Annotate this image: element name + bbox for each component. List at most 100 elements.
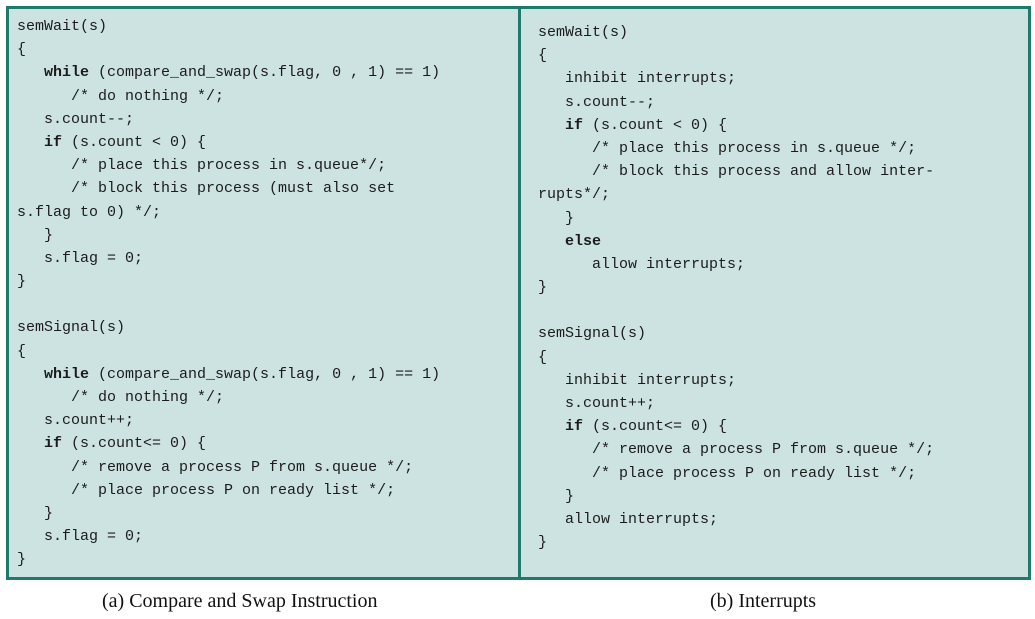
code-indent [17,88,71,105]
code-indent [17,227,44,244]
code-text: { [538,47,548,65]
code-indent [17,389,71,406]
code-line: s.count++; [17,409,440,432]
code-text: } [565,487,575,505]
code-text: (s.count<= 0) { [62,435,207,453]
code-line: s.flag = 0; [17,525,440,548]
code-line: } [538,531,934,554]
code-indent [538,372,565,389]
code-line: { [538,346,934,369]
code-text: rupts*/; [538,186,611,204]
code-indent [538,511,565,528]
code-keyword: if [44,435,63,453]
code-listing-b: semWait(s) { inhibit interrupts; s.count-… [538,21,934,554]
code-text: s.flag = 0; [44,249,144,267]
code-indent [538,465,592,482]
code-text: } [538,279,548,297]
code-line: /* remove a process P from s.queue */; [17,456,440,479]
code-keyword: if [565,116,584,134]
code-text: { [17,41,27,59]
code-line: } [17,502,440,525]
code-line: } [17,548,440,571]
code-line: while (compare_and_swap(s.flag, 0 , 1) =… [17,61,440,84]
code-text: } [44,504,54,522]
code-figure-frame: semWait(s) { while (compare_and_swap(s.fl… [6,6,1031,580]
code-text: (s.count < 0) { [62,133,207,151]
code-line: semWait(s) [538,21,934,44]
code-indent [17,505,44,522]
code-keyword: while [44,64,90,82]
code-line: semSignal(s) [17,316,440,339]
code-text: s.count++; [565,395,656,412]
code-text: { [17,342,27,360]
code-text: /* remove a process P from s.queue */; [71,458,414,476]
code-line: /* block this process and allow inter- [538,160,934,183]
code-text: (s.count<= 0) { [583,418,728,436]
code-indent [538,94,565,111]
code-indent [17,157,71,174]
code-text: semWait(s) [17,18,108,35]
code-text: (s.count < 0) { [583,116,728,134]
code-line [17,293,440,316]
code-text: s.count--; [44,110,135,128]
code-line: s.count--; [538,91,934,114]
code-text: allow interrupts; [592,255,746,273]
code-line: else [538,230,934,253]
code-indent [17,412,44,429]
code-text: semSignal(s) [538,325,647,343]
code-text: /* do nothing */; [71,389,225,406]
code-keyword: else [565,232,602,250]
code-indent [17,366,44,383]
code-keyword: if [565,418,584,436]
code-text: s.count++; [44,412,135,430]
code-line: while (compare_and_swap(s.flag, 0 , 1) =… [17,363,440,386]
code-line: if (s.count < 0) { [17,131,440,154]
code-text: inhibit interrupts; [565,70,737,88]
code-text: (compare_and_swap(s.flag, 0 , 1) == 1) [89,64,441,82]
code-line: allow interrupts; [538,508,934,531]
code-indent [538,418,565,435]
code-line: allow interrupts; [538,253,934,276]
code-line: } [17,270,440,293]
code-line: inhibit interrupts; [538,67,934,90]
code-line: { [17,340,440,363]
code-text: } [44,226,54,244]
code-text: { [538,348,548,366]
code-line: s.flag = 0; [17,247,440,270]
code-indent [538,140,592,157]
panel-compare-and-swap: semWait(s) { while (compare_and_swap(s.fl… [9,9,518,577]
code-line: } [17,224,440,247]
code-line: { [538,44,934,67]
code-indent [538,441,592,458]
code-text: /* place process P on ready list */; [592,464,917,482]
code-indent [17,250,44,267]
code-text: } [565,209,575,227]
code-listing-a: semWait(s) { while (compare_and_swap(s.fl… [17,15,440,572]
code-indent [17,180,71,197]
code-text: allow interrupts; [565,510,719,528]
code-indent [17,459,71,476]
code-text: (compare_and_swap(s.flag, 0 , 1) == 1) [89,365,441,383]
code-text: } [17,551,27,569]
code-text: inhibit interrupts; [565,371,737,389]
code-text: } [17,273,27,291]
code-line: s.count++; [538,392,934,415]
code-line: semWait(s) [17,15,440,38]
code-line: rupts*/; [538,183,934,206]
code-indent [538,488,565,505]
code-text: /* block this process (must also set [71,180,396,198]
code-text: /* block this process and allow inter- [592,163,935,181]
panel-interrupts: semWait(s) { inhibit interrupts; s.count-… [521,9,1028,577]
code-line: /* remove a process P from s.queue */; [538,438,934,461]
code-line: s.flag to 0) */; [17,201,440,224]
panel-divider [518,9,521,577]
caption-b: (b) Interrupts [710,590,817,612]
code-text: /* place this process in s.queue*/; [71,157,387,175]
code-text: /* do nothing */; [71,87,225,105]
code-indent [17,435,44,452]
code-indent [538,117,565,134]
code-line: /* do nothing */; [17,85,440,108]
code-text: /* remove a process P from s.queue */; [592,441,935,459]
code-line: /* place process P on ready list */; [17,479,440,502]
code-indent [17,482,71,499]
